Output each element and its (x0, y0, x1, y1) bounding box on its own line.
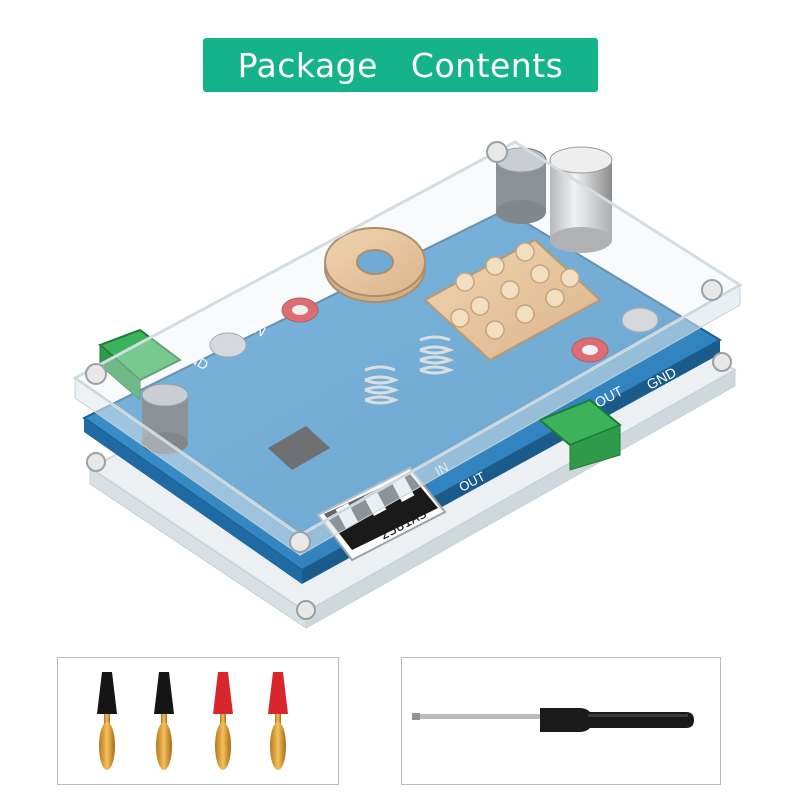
top-acrylic-cover (72, 140, 743, 556)
potentiometer-knob[interactable] (549, 146, 613, 253)
screwdriver-panel (401, 657, 721, 785)
corner-screws (85, 141, 732, 620)
banana-plug-black-1 (97, 672, 117, 770)
silkscreen-in: IN (249, 319, 269, 340)
terminal-block-output[interactable] (538, 398, 622, 471)
banana-plugs-illustration (97, 672, 288, 770)
title-text: Package Contents (237, 45, 564, 85)
banana-plugs-panel (57, 657, 339, 785)
spring-terminals (364, 335, 455, 405)
screwdriver (412, 708, 694, 732)
heatsink (423, 238, 602, 362)
gnd-binding-post-output[interactable] (621, 307, 659, 333)
red-binding-post-output[interactable] (571, 337, 609, 363)
gnd-binding-post-input[interactable] (209, 332, 247, 358)
toroid-inductor (324, 227, 426, 303)
red-binding-post-input[interactable] (281, 297, 319, 323)
banana-plug-red-1 (213, 672, 233, 770)
ic-chip (268, 426, 330, 470)
banana-plug-red-2 (268, 672, 288, 770)
power-module-illustration: 2381AS IN GND OUT GND IN OUT (72, 140, 743, 629)
banana-plug-black-2 (154, 672, 174, 770)
title-banner: Package Contents (203, 38, 598, 92)
screwdriver-illustration (412, 708, 694, 732)
